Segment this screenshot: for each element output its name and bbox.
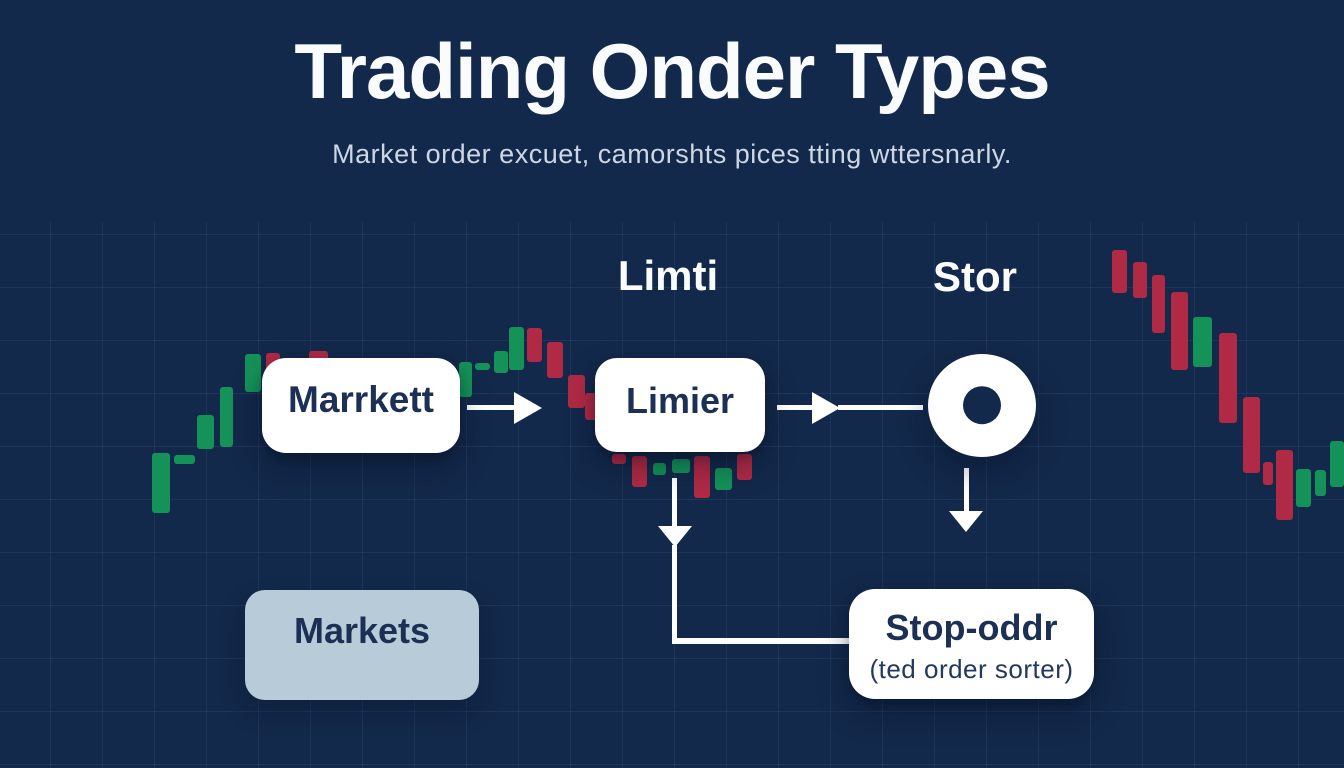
stop-marker-icon: [928, 354, 1036, 457]
arrow-line: [777, 405, 815, 410]
arrow-line: [838, 405, 923, 410]
candlestick: [1193, 317, 1212, 367]
market-order-node: Marrkett: [262, 358, 460, 453]
candlestick: [1133, 262, 1147, 298]
candlestick: [737, 454, 752, 480]
stop-order-node: Stop-oddr (ted order sorter): [849, 589, 1094, 699]
candlestick: [475, 363, 490, 370]
candlestick: [547, 342, 563, 378]
candlestick: [494, 351, 508, 373]
candlestick: [1330, 441, 1344, 487]
page-title: Trading Onder Types: [294, 27, 1050, 115]
page-subtitle: Market order excuet, camorshts pices tti…: [332, 139, 1012, 169]
arrow-line: [964, 468, 969, 514]
candlestick: [459, 362, 472, 397]
candlestick: [1263, 462, 1273, 485]
candlestick: [509, 327, 524, 370]
candlestick: [1276, 450, 1293, 520]
markets-label: Markets: [293, 610, 431, 651]
candlestick: [152, 453, 170, 513]
candlestick: [715, 468, 732, 490]
candlestick: [309, 351, 328, 362]
candlestick: [1112, 250, 1127, 293]
limit-order-node: Limier: [595, 358, 765, 452]
candlestick: [174, 455, 195, 464]
stop-section-heading: Stor: [933, 253, 1017, 300]
limit-order-label: Limier: [625, 380, 735, 421]
arrow-head-right-icon: [514, 392, 542, 424]
arrow-line: [672, 478, 677, 528]
candlestick: [1171, 292, 1188, 370]
markets-node: Markets: [245, 590, 479, 700]
connector-line: [672, 545, 677, 643]
candlestick: [585, 393, 597, 420]
candlestick: [612, 454, 626, 464]
candlestick: [653, 463, 666, 475]
candlestick: [1296, 469, 1311, 507]
limit-section-heading: Limti: [617, 252, 719, 299]
candlestick: [220, 387, 233, 447]
candlestick: [1315, 470, 1326, 496]
candlestick: [1219, 333, 1237, 423]
arrow-head-down-icon: [949, 511, 983, 532]
candlestick: [527, 328, 542, 362]
candlestick: [1243, 397, 1260, 473]
connector-line: [672, 638, 849, 644]
stop-order-subtitle: (ted order sorter): [869, 654, 1074, 684]
candlestick: [694, 456, 710, 498]
candlestick: [245, 354, 261, 392]
candlestick: [568, 375, 585, 408]
candlestick: [632, 456, 647, 487]
candlestick: [1152, 275, 1165, 333]
candlestick: [197, 415, 214, 449]
arrow-head-right-icon: [812, 392, 840, 424]
candlestick: [672, 459, 690, 473]
arrow-head-down-icon: [658, 526, 692, 547]
market-order-label: Marrkett: [288, 378, 434, 420]
arrow-line: [467, 405, 517, 410]
stop-order-title: Stop-oddr: [885, 607, 1058, 648]
